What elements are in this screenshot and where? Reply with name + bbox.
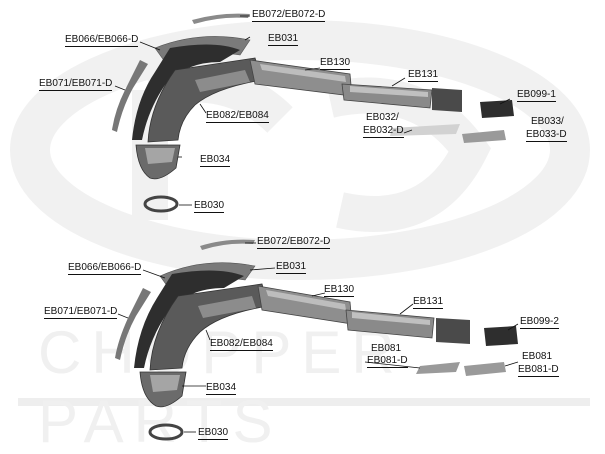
part-eb032-top [390,124,460,136]
top-exploded-view [112,13,514,213]
part-eb081-plate-left [416,362,460,374]
part-eb071-bottom [115,288,151,360]
label-eb066-top: EB066/EB066-D [65,34,139,47]
label-eb081-right-line1: EB081 [522,351,553,362]
label-eb072-bottom: EB072/EB072-D [257,236,331,249]
label-eb031-top: EB031 [268,33,299,46]
label-eb032-top-line2: EB032-D [363,125,404,138]
label-eb034-top: EB034 [200,154,231,167]
part-eb071-top [112,60,148,132]
part-eb030-bottom [148,423,184,441]
part-eb099-top [480,100,514,118]
part-eb099-bottom [484,326,518,346]
label-eb099-top: EB099-1 [517,89,556,102]
label-eb066-bottom: EB066/EB066-D [68,262,142,275]
label-eb033-top-line1: EB033/ [531,116,564,127]
label-eb034-bottom: EB034 [206,382,237,395]
label-eb131-bottom: EB131 [413,296,444,309]
part-eb081-plate-right [464,362,506,376]
label-eb081-left-line2: EB081-D [367,355,408,368]
label-eb031-bottom: EB031 [276,261,307,274]
label-eb030-top: EB030 [194,200,225,213]
watermark-text: CHOPPER PARTS [38,319,405,454]
label-eb082-top: EB082/EB084 [206,110,269,123]
label-eb072-top: EB072/EB072-D [252,9,326,22]
label-eb131-top: EB131 [408,69,439,82]
part-eb031-bottom [134,270,244,368]
part-eb072-top [192,13,250,24]
label-eb130-bottom: EB130 [324,284,355,297]
label-eb032-top-line1: EB032/ [366,112,399,123]
part-eb072-bottom [200,239,255,250]
label-eb081-right-line2: EB081-D [518,364,559,377]
label-eb071-top: EB071/EB071-D [39,78,113,91]
label-eb081-left-line1: EB081 [371,343,402,354]
part-eb030-top [143,195,179,213]
bottom-exploded-view [115,239,519,441]
part-eb033-top [462,130,506,143]
label-eb099-bottom: EB099-2 [520,316,559,329]
label-eb033-top-line2: EB033-D [526,129,567,142]
label-eb082-bottom: EB082/EB084 [210,338,273,351]
label-eb071-bottom: EB071/EB071-D [44,306,118,319]
part-eb031-top [132,44,240,140]
label-eb130-top: EB130 [320,57,351,70]
label-eb030-bottom: EB030 [198,427,229,440]
